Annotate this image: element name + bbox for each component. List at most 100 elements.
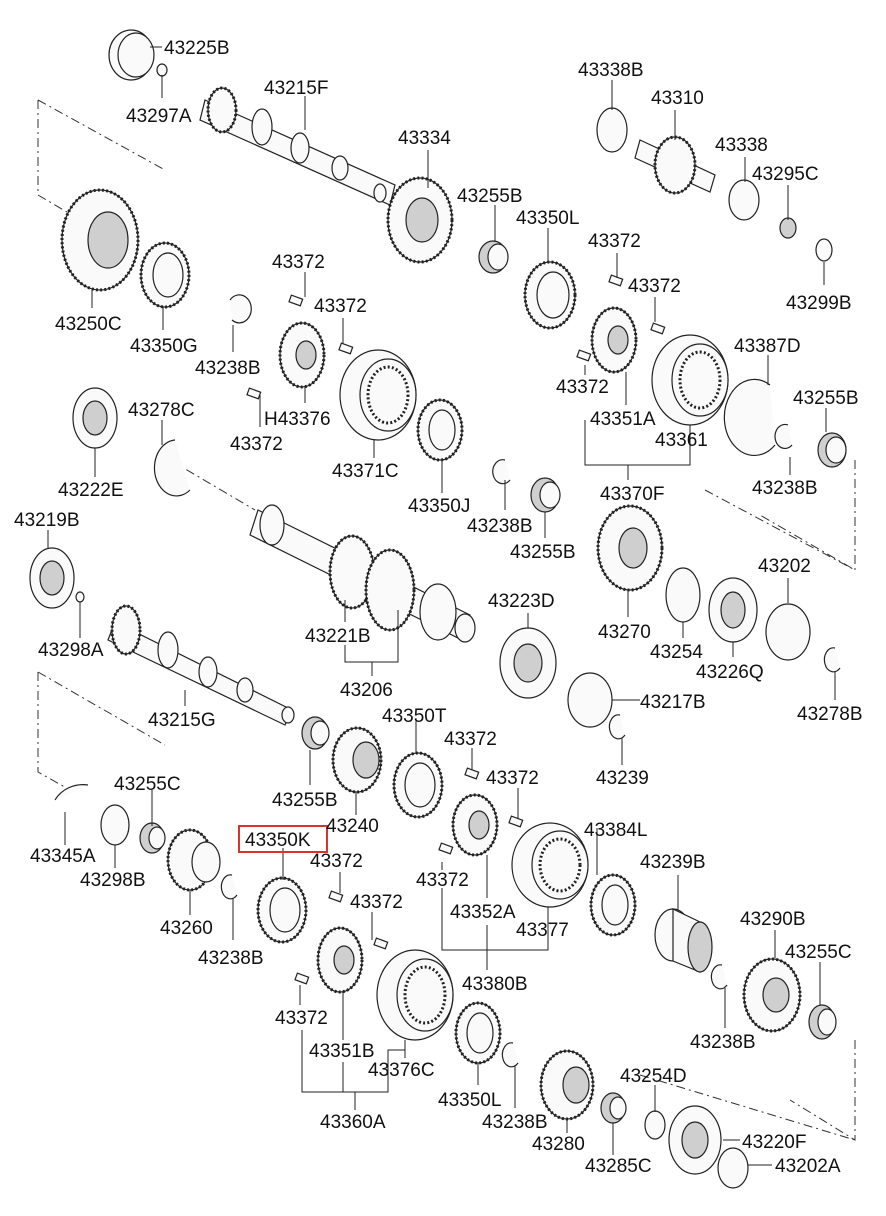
label-43372-a[interactable]: 43372 [588, 231, 641, 252]
needle-bearing-43255B-a [478, 240, 509, 274]
label-43202A[interactable]: 43202A [775, 1156, 841, 1177]
label-43372-i[interactable]: 43372 [310, 851, 363, 872]
label-43280[interactable]: 43280 [532, 1134, 585, 1155]
label-43255B-d[interactable]: 43255B [272, 790, 338, 811]
label-43255C-b[interactable]: 43255C [785, 942, 852, 963]
label-43350T[interactable]: 43350T [382, 706, 447, 727]
label-43238B-f[interactable]: 43238B [482, 1112, 548, 1133]
label-43351A[interactable]: 43351A [590, 409, 656, 430]
label-43238B-b[interactable]: 43238B [752, 478, 818, 499]
label-43377[interactable]: 43377 [516, 920, 569, 941]
label-43360A[interactable]: 43360A [320, 1112, 386, 1133]
label-43260[interactable]: 43260 [160, 918, 213, 939]
ring-43202 [765, 603, 811, 661]
label-43223D[interactable]: 43223D [488, 591, 555, 612]
snap-ring-43387D [723, 378, 776, 456]
label-43299B[interactable]: 43299B [786, 293, 852, 314]
label-43350K[interactable]: 43350K [245, 830, 311, 851]
label-43352A[interactable]: 43352A [450, 902, 516, 923]
label-43239B[interactable]: 43239B [640, 852, 706, 873]
label-43372-e[interactable]: 43372 [556, 377, 609, 398]
label-43225B[interactable]: 43225B [164, 38, 230, 59]
label-43372-g[interactable]: 43372 [444, 729, 497, 750]
label-43372-j[interactable]: 43372 [416, 870, 469, 891]
label-43250C[interactable]: 43250C [55, 314, 122, 335]
label-43387D[interactable]: 43387D [734, 336, 801, 357]
shaft-43215F [199, 86, 396, 206]
label-43298B[interactable]: 43298B [80, 870, 146, 891]
label-43384L[interactable]: 43384L [584, 820, 647, 841]
label-43290B[interactable]: 43290B [740, 909, 806, 930]
gear-43240 [331, 726, 383, 794]
label-43297A[interactable]: 43297A [126, 106, 192, 127]
label-43215G[interactable]: 43215G [148, 710, 216, 731]
synchro-ring-43350L-b [454, 1001, 502, 1065]
label-43338[interactable]: 43338 [715, 135, 768, 156]
sleeve-43371C [339, 349, 417, 441]
label-43295C[interactable]: 43295C [752, 164, 819, 185]
label-43372-f[interactable]: 43372 [230, 434, 283, 455]
synchro-ring-43350K [256, 876, 308, 944]
shaft-43221B [249, 504, 476, 643]
middle-shaft-group [29, 387, 841, 740]
label-43370F[interactable]: 43370F [600, 484, 664, 505]
label-43255B-c[interactable]: 43255B [510, 542, 576, 563]
label-43270[interactable]: 43270 [598, 622, 651, 643]
label-43255C-a[interactable]: 43255C [114, 774, 181, 795]
label-43278B[interactable]: 43278B [797, 704, 863, 725]
label-43372-b[interactable]: 43372 [272, 252, 325, 273]
label-43338B[interactable]: 43338B [578, 60, 644, 81]
synchro-ring-43350J [416, 398, 464, 462]
label-43372-d[interactable]: 43372 [314, 296, 367, 317]
label-43206[interactable]: 43206 [340, 680, 393, 701]
label-43254D[interactable]: 43254D [620, 1066, 687, 1087]
washer-43298B [100, 804, 130, 846]
label-43350L-b[interactable]: 43350L [438, 1090, 501, 1111]
label-43226Q[interactable]: 43226Q [696, 662, 764, 683]
label-43238B-e[interactable]: 43238B [690, 1032, 756, 1053]
label-43310[interactable]: 43310 [651, 88, 704, 109]
snap-ring-43238B-a [229, 294, 252, 324]
label-43350L-a[interactable]: 43350L [516, 208, 579, 229]
label-43254[interactable]: 43254 [650, 642, 703, 663]
snap-ring-43238B-d [220, 874, 238, 900]
label-43240[interactable]: 43240 [326, 816, 379, 837]
label-43350J[interactable]: 43350J [408, 496, 470, 517]
label-43221B[interactable]: 43221B [305, 626, 371, 647]
label-43238B-a[interactable]: 43238B [195, 358, 261, 379]
label-43380B[interactable]: 43380B [462, 974, 528, 995]
label-43239[interactable]: 43239 [596, 768, 649, 789]
label-43371C[interactable]: 43371C [332, 461, 399, 482]
label-43238B-c[interactable]: 43238B [467, 516, 533, 537]
label-43372-c[interactable]: 43372 [628, 276, 681, 297]
label-43222E[interactable]: 43222E [58, 480, 124, 501]
label-43217B[interactable]: 43217B [640, 692, 706, 713]
label-43361[interactable]: 43361 [655, 430, 708, 451]
spacer-43254D [644, 1110, 666, 1140]
label-43351B[interactable]: 43351B [309, 1041, 375, 1062]
label-43298A[interactable]: 43298A [38, 640, 104, 661]
highlight-box-43350K [238, 825, 328, 853]
label-43372-h[interactable]: 43372 [486, 768, 539, 789]
label-43202[interactable]: 43202 [758, 556, 811, 577]
label-43334[interactable]: 43334 [398, 128, 451, 149]
label-43238B-d[interactable]: 43238B [198, 948, 264, 969]
label-43220F[interactable]: 43220F [742, 1132, 806, 1153]
label-43376C[interactable]: 43376C [368, 1060, 435, 1081]
gear-43260 [166, 828, 221, 892]
label-43350G[interactable]: 43350G [130, 336, 198, 357]
label-43345A[interactable]: 43345A [30, 846, 96, 867]
label-43255B-a[interactable]: 43255B [457, 186, 523, 207]
upper-shaft-group [60, 29, 847, 468]
synchro-ring-43384L [589, 873, 637, 937]
label-43215F[interactable]: 43215F [264, 78, 328, 99]
synchro-ring-43350T [392, 751, 444, 819]
label-43219B[interactable]: 43219B [14, 510, 80, 531]
label-43285C[interactable]: 43285C [585, 1156, 652, 1177]
snap-ring-43239 [608, 714, 626, 740]
label-H43376[interactable]: H43376 [264, 409, 331, 430]
label-43255B-b[interactable]: 43255B [793, 388, 859, 409]
label-43372-l[interactable]: 43372 [275, 1008, 328, 1029]
label-43372-k[interactable]: 43372 [350, 892, 403, 913]
label-43278C[interactable]: 43278C [128, 400, 195, 421]
